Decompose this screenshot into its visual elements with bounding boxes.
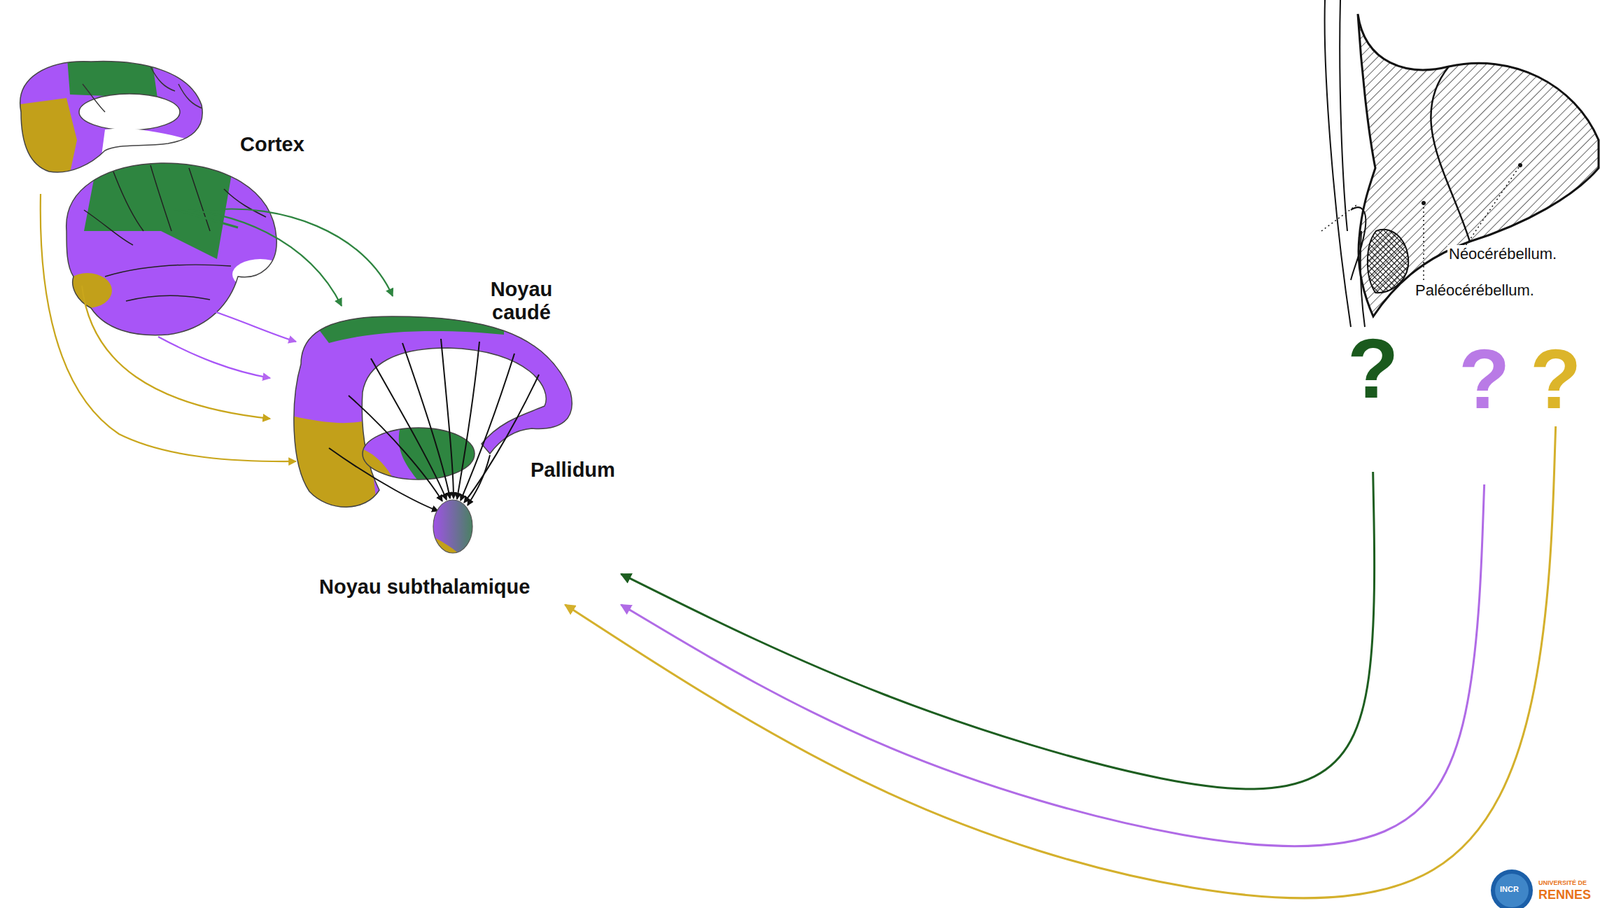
caudate-nucleus (279, 307, 588, 518)
connector-arrow (620, 471, 1374, 789)
lateral-brain (55, 153, 289, 343)
structure-label: Pallidum (530, 458, 616, 482)
subthalamic-nucleus-shape (430, 496, 480, 560)
structure-label-box: Noyau subthalamique (319, 574, 530, 600)
structure-label: Cortex (240, 132, 305, 157)
question-mark: ? (1458, 336, 1510, 421)
logo (1490, 869, 1533, 908)
cerebellum-label: Paléocérébellum. (1413, 281, 1536, 299)
structure-label: Noyau caudé (475, 277, 567, 325)
structure-label-box: Noyau subthalamique (314, 570, 621, 605)
logo-text: RENNES (1538, 887, 1591, 903)
cerebellum-drawing (1321, 0, 1599, 327)
connector-arrow (564, 426, 1556, 898)
cerebellum-label: Néocérébellum. (1447, 244, 1559, 263)
cerebellum-label: Paléocérébellum. (1413, 281, 1536, 299)
logo-text: RENNES (1538, 887, 1591, 903)
logo-text: UNIVERSITÉ DE (1538, 879, 1587, 887)
logo-text: INCR (1499, 884, 1519, 894)
structure-label: Cortex (240, 132, 305, 157)
structure-label: Pallidum (530, 458, 616, 482)
question-mark: ? (1347, 326, 1399, 472)
cerebellum-label: Néocérébellum. (1447, 244, 1559, 263)
logo-text: INCR (1499, 884, 1519, 894)
connector-arrow (620, 484, 1484, 847)
question-mark: ? (1347, 326, 1399, 411)
question-mark: ? (1530, 336, 1582, 427)
question-mark: ? (1530, 336, 1582, 421)
striatal-fibres (328, 338, 539, 511)
question-mark: ? (1458, 336, 1510, 485)
structure-label: Noyau caudé (475, 277, 567, 325)
logo-text: UNIVERSITÉ DE (1538, 879, 1587, 887)
